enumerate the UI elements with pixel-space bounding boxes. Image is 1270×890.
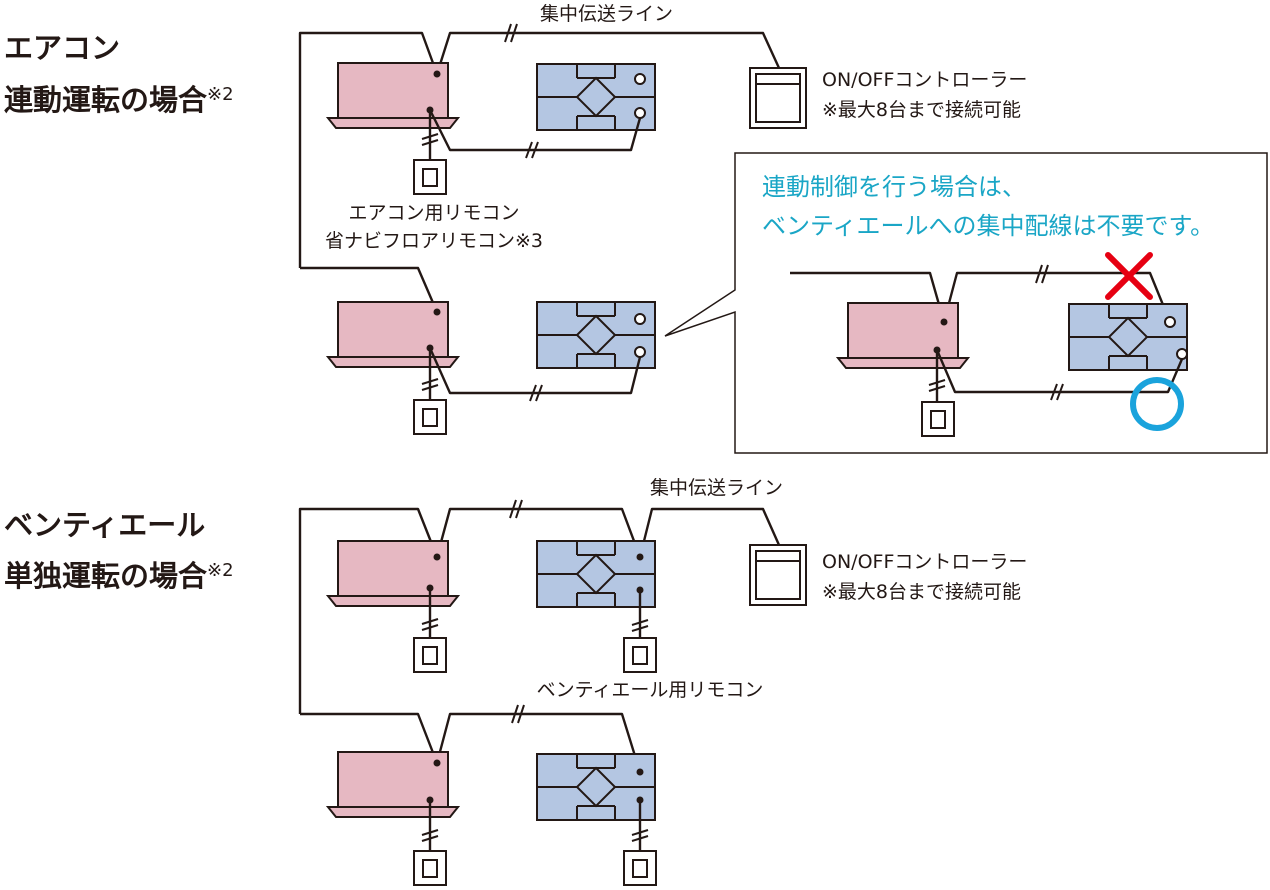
x-mark-icon [1105, 252, 1153, 300]
s2-line-label: 集中伝送ライン [650, 477, 783, 499]
section2-title-line2: 単独運転の場合 [4, 559, 207, 593]
s2-aircon-upper [327, 540, 459, 607]
s1-interlock-line-upper [428, 109, 642, 152]
s1-remote-label-2: 省ナビフロアリモコン※3 [325, 230, 543, 252]
s2-controller-label: ON/OFFコントローラー [822, 551, 1027, 573]
s1-central-line-lower [300, 266, 439, 313]
s1-aircon-remote-lower [413, 399, 447, 435]
s1-controller-note: ※最大8台まで接続可能 [822, 99, 1021, 121]
o-mark-icon [1130, 377, 1184, 431]
s2-central-line-mid [435, 507, 642, 558]
s1-remote-break-upper [421, 133, 439, 146]
callout-remote [921, 401, 955, 437]
section2-title-line1: ベンティエール [4, 508, 205, 542]
section1-note-mark: ※2 [207, 84, 234, 105]
svg-text:連動運転の場合※2: 連動運転の場合※2 [4, 83, 234, 117]
callout-aircon [837, 302, 969, 369]
s2-aircon-remote-lower [413, 850, 447, 886]
section2-note-mark: ※2 [207, 560, 234, 581]
s2-ventilator-lower [536, 753, 656, 821]
s1-interlock-break-upper [525, 141, 539, 159]
callout-ventilator [1068, 303, 1188, 371]
s2-onoff-controller [749, 544, 807, 606]
section1-title-line2: 連動運転の場合 [4, 83, 207, 117]
callout-box [664, 152, 1268, 454]
s1-vent-lower-terminal-a [634, 313, 646, 325]
s1-interlock-break-lower [529, 384, 543, 402]
s2-controller-note: ※最大8台まで接続可能 [822, 581, 1021, 603]
s1-vent-upper-terminal-a [634, 73, 646, 85]
s1-ventilator-lower [536, 301, 656, 369]
s2-central-line-lower [435, 712, 642, 773]
s1-remote-label-1: エアコン用リモコン [348, 202, 519, 224]
s1-vent-lower-terminal-b [634, 346, 646, 358]
s2-central-line-left [298, 507, 439, 714]
s2-ventilator-upper [536, 540, 656, 608]
s1-remote-break-lower [421, 378, 439, 391]
s1-aircon-remote-upper [413, 159, 447, 195]
s1-central-line-top [435, 31, 781, 75]
s1-controller-label: ON/OFFコントローラー [822, 69, 1027, 91]
s1-onoff-controller [749, 67, 807, 129]
section1-title-line1: エアコン [4, 31, 120, 65]
callout-interlock-line [935, 349, 1184, 394]
s1-line-break-mark [504, 23, 518, 43]
s1-interlock-line-lower [428, 347, 642, 395]
s1-aircon-lower-terminal-a [433, 308, 441, 316]
s1-line-label: 集中伝送ライン [540, 3, 673, 25]
s2-central-line-right [638, 507, 781, 558]
callout-line2: ベンティエールへの集中配線は不要です。 [762, 212, 1214, 240]
s1-aircon-upper-terminal-a [433, 70, 441, 78]
svg-text:単独運転の場合※2: 単独運転の場合※2 [4, 559, 234, 593]
s2-vent-remote-upper [623, 637, 657, 673]
s1-vent-upper-terminal-b [634, 107, 646, 119]
s1-central-line-left [298, 31, 439, 268]
s2-remote-label: ベンティエール用リモコン [537, 679, 764, 701]
callout-central-line [942, 271, 1172, 323]
s2-vent-remote-lower [623, 850, 657, 886]
callout-line1: 連動制御を行う場合は、 [762, 173, 1026, 201]
s2-aircon-remote-upper [413, 637, 447, 673]
